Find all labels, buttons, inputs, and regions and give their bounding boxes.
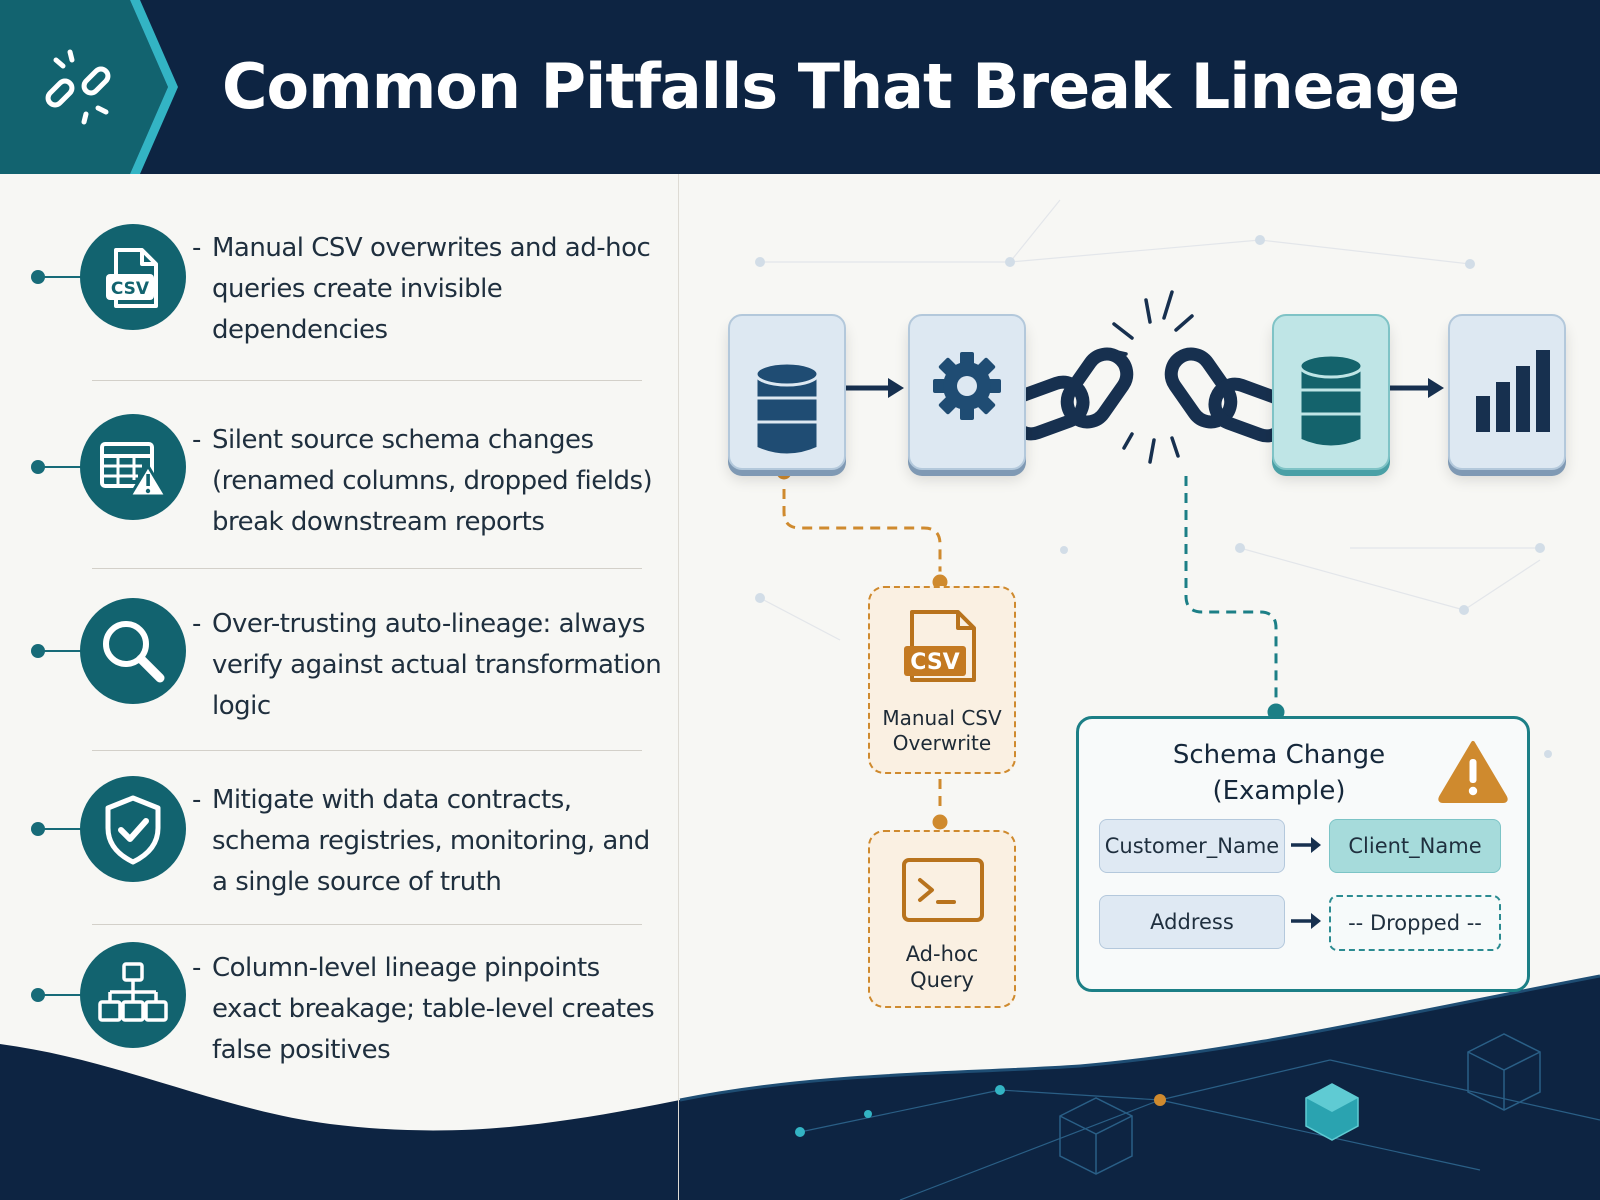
bullet-dash: -: [192, 609, 201, 639]
schema-change-title: Schema Change (Example): [1119, 737, 1439, 809]
divider: [92, 924, 642, 925]
manual-csv-label-line1: Manual CSV: [882, 706, 1002, 730]
database-icon: [1298, 353, 1364, 449]
header-decor: [0, 0, 178, 174]
svg-text:CSV: CSV: [111, 279, 150, 299]
terminal-icon: [902, 858, 984, 922]
list-node: [31, 988, 45, 1002]
pitfall-text: - Mitigate with data contracts, schema r…: [192, 780, 662, 903]
schema-title-line1: Schema Change: [1172, 740, 1386, 770]
database-icon: [754, 361, 820, 457]
schema-field-old-name: Customer_Name: [1099, 819, 1285, 873]
pitfall-text-content: Manual CSV overwrites and ad-hoc queries…: [212, 233, 651, 345]
list-node: [31, 644, 45, 658]
list-node: [31, 270, 45, 284]
schema-change-panel: Schema Change (Example) Customer_Name Cl…: [1076, 716, 1530, 992]
bullet-dash: -: [192, 233, 201, 263]
divider: [92, 380, 642, 381]
list-stem: [44, 828, 82, 830]
pitfall-text: - Manual CSV overwrites and ad-hoc queri…: [192, 228, 662, 351]
bottom-wave-highlight: [679, 974, 1600, 1102]
target-database-node: [1272, 314, 1390, 470]
bullet-dash: -: [192, 425, 201, 455]
shield-check-icon: [80, 776, 186, 882]
csv-file-icon: CSV: [904, 610, 976, 682]
background-network: [759, 199, 1541, 641]
pitfall-text-content: Silent source schema changes (renamed co…: [212, 425, 653, 537]
header-banner: Common Pitfalls That Break Lineage: [0, 0, 1600, 174]
pitfall-text: - Silent source schema changes (renamed …: [192, 420, 662, 543]
report-node: [1448, 314, 1566, 470]
adhoc-label-line2: Query: [910, 968, 974, 992]
pipeline-arrows: [844, 378, 1444, 398]
manual-csv-overwrite-box: CSV Manual CSV Overwrite: [868, 586, 1016, 774]
transform-node: [908, 314, 1026, 470]
pitfall-text: - Column-level lineage pinpoints exact b…: [192, 948, 662, 1071]
csv-file-icon: CSV: [80, 224, 186, 330]
panel-divider: [678, 174, 679, 1200]
magnifier-icon: [80, 598, 186, 704]
schema-field-dropped: -- Dropped --: [1329, 895, 1501, 951]
list-node: [31, 822, 45, 836]
schema-field-new-name: Client_Name: [1329, 819, 1501, 873]
adhoc-query-box: Ad-hoc Query: [868, 830, 1016, 1008]
warning-icon: [1438, 741, 1508, 803]
divider: [92, 750, 642, 751]
divider: [92, 568, 642, 569]
source-database-node: [728, 314, 846, 470]
list-node: [31, 460, 45, 474]
list-stem: [44, 650, 82, 652]
background-dots: [755, 235, 1552, 758]
pitfall-text-content: Over-trusting auto-lineage: always verif…: [212, 609, 662, 721]
svg-text:CSV: CSV: [910, 650, 959, 675]
broken-link-icon: [45, 49, 111, 125]
schema-connector: [1184, 476, 1288, 724]
list-stem: [44, 276, 82, 278]
pitfall-text: - Over-trusting auto-lineage: always ver…: [192, 604, 662, 727]
adhoc-label-line1: Ad-hoc: [905, 942, 979, 966]
table-warning-icon: [80, 414, 186, 520]
list-stem: [44, 994, 82, 996]
schema-title-line2: (Example): [1212, 776, 1346, 806]
pitfall-list: CSV - Manual CSV overwrites and ad-hoc q…: [0, 174, 678, 1200]
arrow-right-icon: [1291, 837, 1321, 853]
break-burst: [1106, 290, 1194, 464]
isometric-cubes: [1059, 1033, 1541, 1175]
circuit-dots: [795, 1085, 1166, 1137]
bar-chart-icon: [1476, 350, 1550, 432]
bullet-dash: -: [192, 785, 201, 815]
bullet-dash: -: [192, 953, 201, 983]
pitfall-text-content: Column-level lineage pinpoints exact bre…: [212, 953, 655, 1065]
pitfall-text-content: Mitigate with data contracts, schema reg…: [212, 785, 650, 897]
schema-field-address: Address: [1099, 895, 1285, 949]
bottom-wave: [0, 976, 1600, 1200]
hierarchy-icon: [80, 942, 186, 1048]
circuit-lines: [799, 1059, 1600, 1200]
gear-icon: [933, 352, 1001, 420]
highlight-cube: [1305, 1083, 1359, 1141]
list-stem: [44, 466, 82, 468]
broken-chain-icon: [1004, 347, 1294, 443]
page-title: Common Pitfalls That Break Lineage: [222, 50, 1460, 123]
manual-csv-label-line2: Overwrite: [892, 731, 992, 755]
arrow-right-icon: [1291, 913, 1321, 929]
